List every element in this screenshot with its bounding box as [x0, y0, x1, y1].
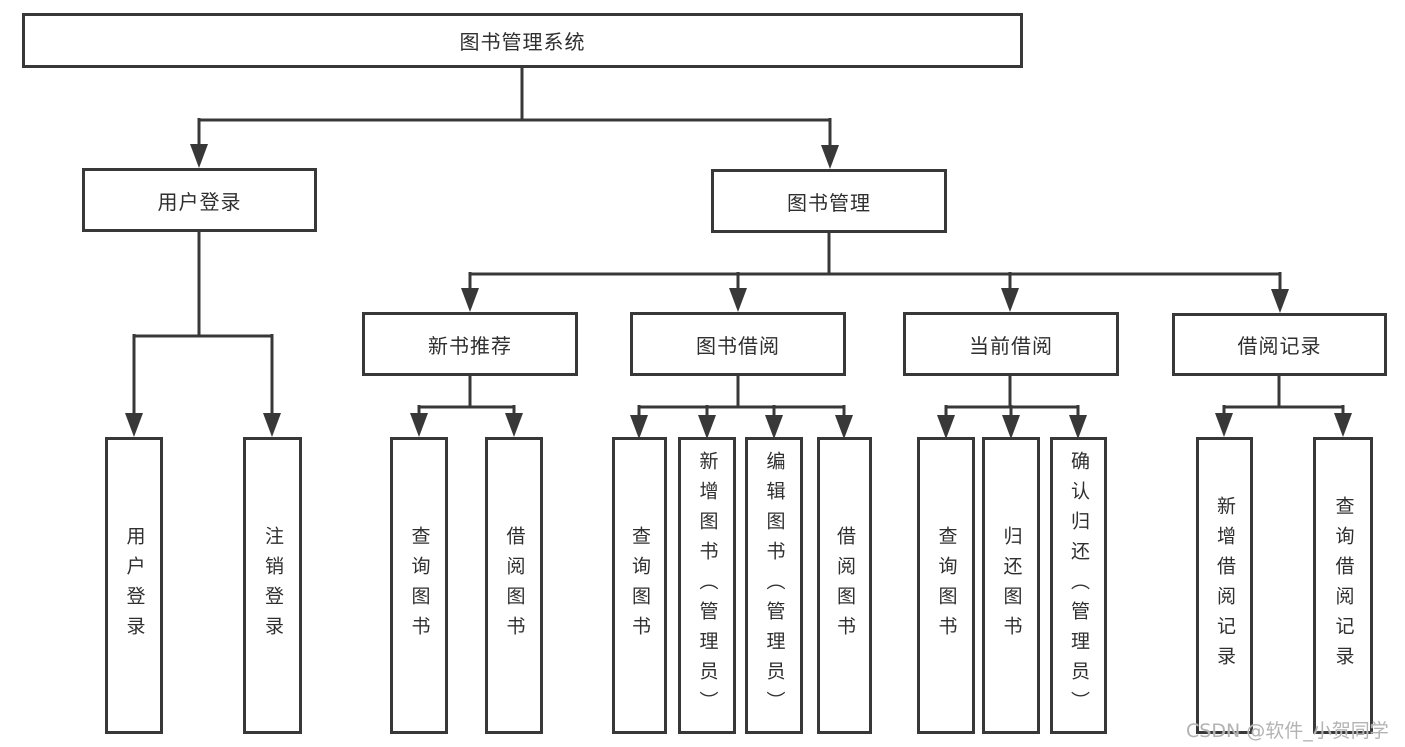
- leaf-user-login: 用户登录: [105, 437, 163, 734]
- leaf-return-book: 归还图书: [982, 437, 1040, 734]
- csdn-watermark: CSDN @软件_小贺同学: [1186, 720, 1389, 742]
- section-new-book-recommend-node: 新书推荐: [362, 312, 578, 376]
- leaf-query-book-current: 查询图书: [917, 437, 975, 734]
- branch-user-login-node: 用户登录: [82, 168, 317, 232]
- leaf-borrow-book-borrow: 借阅图书: [817, 437, 872, 734]
- section-borrow-record-node: 借阅记录: [1172, 313, 1387, 376]
- section-current-borrow-node: 当前借阅: [903, 312, 1119, 376]
- leaf-borrow-book-newbook: 借阅图书: [485, 437, 543, 734]
- leaf-query-book-borrow: 查询图书: [612, 437, 667, 734]
- leaf-add-book-admin: 新增图书（管理员）: [678, 437, 736, 734]
- leaf-query-borrow-record: 查询借阅记录: [1313, 437, 1373, 734]
- root-node: 图书管理系统: [22, 13, 1023, 68]
- branch-book-management-node: 图书管理: [711, 169, 947, 233]
- leaf-query-book-newbook: 查询图书: [390, 437, 448, 734]
- section-book-borrow-node: 图书借阅: [630, 312, 846, 376]
- leaf-logout: 注销登录: [243, 437, 302, 734]
- leaf-edit-book-admin: 编辑图书（管理员）: [745, 437, 803, 734]
- leaf-add-borrow-record: 新增借阅记录: [1196, 437, 1253, 734]
- leaf-confirm-return-admin: 确认归还（管理员）: [1050, 437, 1107, 734]
